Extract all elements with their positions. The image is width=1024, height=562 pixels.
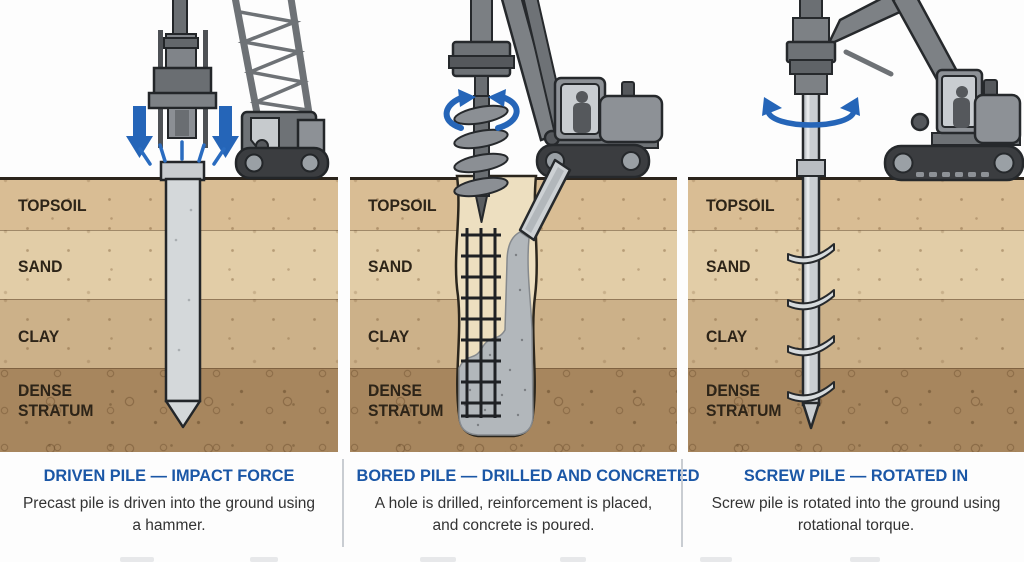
- helix-flight: [787, 243, 835, 265]
- bottom-cropped-text-marks: [0, 555, 1024, 562]
- soil-label-topsoil: TOPSOIL: [368, 197, 437, 215]
- soil-label-topsoil: TOPSOIL: [706, 197, 775, 215]
- bored-pile-illustration: [443, 0, 664, 438]
- down-arrow-left-icon: [126, 106, 153, 158]
- layer-clay: CLAY: [688, 299, 1024, 368]
- panel-description: A hole is drilled, reinforcement is plac…: [374, 495, 653, 534]
- panel-title: BORED PILE — DRILLED AND CONCRETED: [356, 466, 700, 485]
- soil-cross-section-3: TOPSOIL SAND CLAY DENSE STRATUM: [688, 177, 1024, 452]
- soil-label-dense-stratum: DENSE STRATUM: [368, 382, 444, 420]
- soil-label-topsoil: TOPSOIL: [18, 197, 87, 215]
- panel-bored-pile: TOPSOIL SAND CLAY DENSE STRATUM: [350, 0, 700, 562]
- rotation-arrow-left-icon: [443, 89, 476, 131]
- operator-silhouette: [576, 91, 588, 103]
- helix-flight: [787, 381, 835, 403]
- panel-description: Screw pile is rotated into the ground us…: [711, 495, 1001, 534]
- lattice-boom: [237, 10, 309, 128]
- rebar-cage: [461, 228, 501, 418]
- helix-flight: [787, 335, 835, 357]
- soil-label-dense-stratum: DENSE STRATUM: [18, 382, 94, 420]
- caption-screw-pile: SCREW PILE — ROTATED IN Screw pile is ro…: [688, 452, 1024, 562]
- rotary-drive-head: [785, 0, 837, 95]
- caption-divider-1: [342, 459, 344, 547]
- soil-label-sand: SAND: [706, 258, 751, 276]
- down-arrow-right-icon: [212, 106, 239, 158]
- layer-dense-stratum: DENSE STRATUM: [0, 368, 338, 452]
- impact-lines-icon: [138, 140, 226, 166]
- panel-title: DRIVEN PILE — IMPACT FORCE: [43, 466, 295, 485]
- soil-label-sand: SAND: [368, 258, 413, 276]
- concrete-chute: [518, 158, 572, 242]
- screw-pile: [787, 88, 835, 430]
- crawler-crane: [231, 0, 330, 180]
- rotation-loop-icon: [762, 97, 860, 128]
- excavator: [826, 0, 1024, 182]
- soil-label-clay: CLAY: [18, 328, 60, 346]
- operator-silhouette: [956, 86, 968, 98]
- layer-topsoil: TOPSOIL: [688, 180, 1024, 230]
- auger-drill: [448, 0, 515, 223]
- pile-driver-hammer: [147, 0, 218, 148]
- excavator-tracks: [883, 144, 1024, 182]
- layer-sand: SAND: [688, 230, 1024, 299]
- caption-bored-pile: BORED PILE — DRILLED AND CONCRETED A hol…: [350, 452, 700, 562]
- layer-dense-stratum: DENSE STRATUM: [688, 368, 1024, 452]
- concrete-pour: [458, 231, 534, 436]
- screw-pile-illustration: [762, 0, 1024, 430]
- soil-label-sand: SAND: [18, 258, 63, 276]
- panel-screw-pile: TOPSOIL SAND CLAY DENSE STRATUM: [688, 0, 1024, 562]
- rotation-arrow-right-icon: [488, 89, 520, 131]
- caption-driven-pile: DRIVEN PILE — IMPACT FORCE Precast pile …: [0, 452, 338, 562]
- drilling-rig: [500, 0, 664, 179]
- panel-title: SCREW PILE — ROTATED IN: [743, 466, 969, 485]
- soil-label-clay: CLAY: [368, 328, 410, 346]
- driven-pile: [159, 160, 206, 429]
- caption-divider-2: [681, 459, 683, 547]
- soil-label-dense-stratum: DENSE STRATUM: [706, 382, 782, 420]
- helix-flight: [787, 289, 835, 311]
- driven-pile-illustration: [126, 0, 330, 429]
- panel-description: Precast pile is driven into the ground u…: [22, 495, 316, 534]
- soil-label-clay: CLAY: [706, 328, 748, 346]
- panel-driven-pile: TOPSOIL SAND CLAY DENSE STRATUM: [0, 0, 338, 562]
